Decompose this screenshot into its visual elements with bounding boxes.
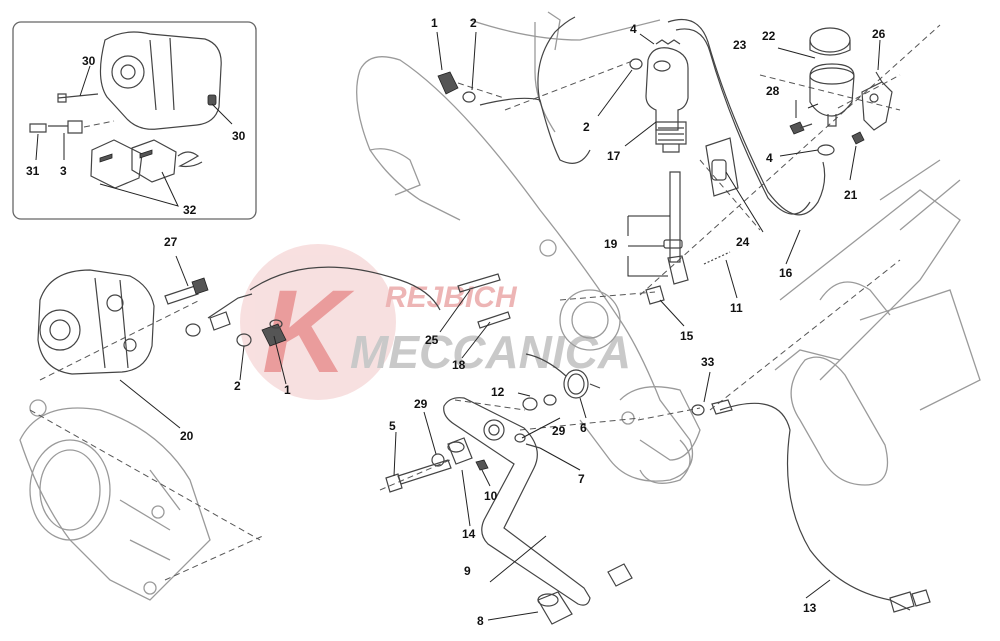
callout-3: 3 <box>60 164 67 178</box>
callout-17: 17 <box>607 149 621 163</box>
callout-6: 6 <box>580 421 587 435</box>
callout-1: 1 <box>284 383 291 397</box>
callout-4: 4 <box>630 22 637 36</box>
callout-15: 15 <box>680 329 694 343</box>
callout-18: 18 <box>452 358 466 372</box>
callout-33: 33 <box>701 355 715 369</box>
brake-hoses <box>207 16 911 611</box>
callout-23: 23 <box>733 38 747 52</box>
callout-8: 8 <box>477 614 484 628</box>
callout-2: 2 <box>234 379 241 393</box>
callout-1: 1 <box>431 16 438 30</box>
callout-29: 29 <box>414 397 428 411</box>
callout-7: 7 <box>578 472 585 486</box>
callout-26: 26 <box>872 27 886 41</box>
callout-13: 13 <box>803 601 817 615</box>
callout-12: 12 <box>491 385 505 399</box>
callout-5: 5 <box>389 419 396 433</box>
callout-30: 30 <box>232 129 246 143</box>
callout-25: 25 <box>425 333 439 347</box>
callout-28: 28 <box>766 84 780 98</box>
brake-pedal-assembly <box>385 251 931 625</box>
callout-14: 14 <box>462 527 476 541</box>
callout-30: 30 <box>82 54 96 68</box>
callout-2: 2 <box>470 16 477 30</box>
rear-caliper <box>37 269 287 375</box>
callout-22: 22 <box>762 29 776 43</box>
leader-lines <box>119 31 881 621</box>
callout-9: 9 <box>464 564 471 578</box>
caliper-detail-inset <box>12 21 257 220</box>
callout-4: 4 <box>766 151 773 165</box>
callout-27: 27 <box>164 235 178 249</box>
callout-29: 29 <box>552 424 566 438</box>
callout-2: 2 <box>583 120 590 134</box>
watermark-circle <box>240 244 396 400</box>
callout-21: 21 <box>844 188 858 202</box>
callout-20: 20 <box>180 429 194 443</box>
callout-24: 24 <box>736 235 750 249</box>
frame-outline <box>19 11 981 601</box>
master-cylinder-assembly <box>437 27 893 285</box>
callout-19: 19 <box>604 237 618 251</box>
callout-11: 11 <box>730 301 743 315</box>
watermark-line1: REJBICH <box>385 281 518 314</box>
callout-16: 16 <box>779 266 793 280</box>
callout-32: 32 <box>183 203 197 217</box>
watermark-line2: MECCANICA <box>350 326 631 378</box>
callout-10: 10 <box>484 489 498 503</box>
callout-31: 31 <box>26 164 40 178</box>
